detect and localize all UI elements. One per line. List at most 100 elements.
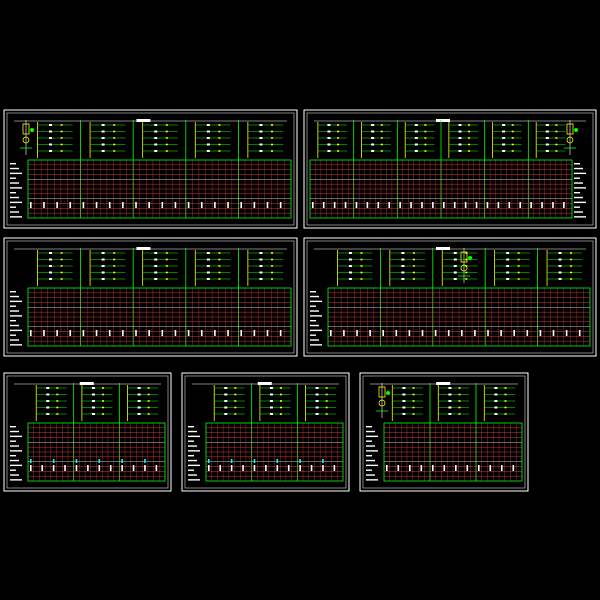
breaker-icon [206, 258, 210, 261]
meter-icon [165, 137, 168, 139]
breaker-icon [49, 252, 53, 254]
meter-icon [424, 130, 427, 133]
cable-glyph [356, 330, 358, 336]
breaker-icon [269, 406, 273, 409]
legend-text-mark [10, 163, 16, 165]
breaker-icon [154, 150, 158, 152]
cable-glyph [187, 330, 190, 336]
meter-icon [165, 143, 168, 146]
meter-icon [360, 265, 363, 267]
cable-glyph [227, 330, 229, 336]
meter-icon [60, 252, 63, 254]
breaker-icon [46, 413, 50, 415]
legend-text-mark [10, 192, 16, 194]
cable-glyph [30, 202, 32, 208]
breaker-icon [206, 143, 210, 146]
breaker-icon [259, 124, 263, 126]
legend-text-mark [10, 172, 22, 175]
meter-icon [113, 265, 116, 267]
breaker-icon [348, 252, 352, 254]
breaker-icon [327, 124, 331, 126]
meter-icon [458, 387, 461, 389]
meter-icon [279, 413, 282, 415]
breaker-icon [137, 406, 141, 409]
cable-glyph [500, 330, 502, 336]
cable-glyph [343, 330, 345, 336]
bus-label-mark [136, 119, 151, 122]
cable-glyph [266, 202, 269, 208]
bus-label-mark [257, 382, 272, 385]
cable-glyph [200, 202, 203, 208]
cable-glyph [541, 202, 543, 208]
cable-glyph [43, 202, 45, 208]
meter-icon [271, 130, 274, 133]
breaker-icon [506, 252, 510, 254]
panel-2 [73, 383, 113, 481]
parameter-table [205, 422, 344, 482]
meter-icon [555, 143, 558, 146]
meter-icon [360, 252, 363, 254]
cable-glyph [122, 202, 124, 208]
meter-icon [468, 124, 471, 126]
breaker-icon [494, 393, 498, 396]
meter-icon [337, 143, 340, 146]
cable-glyph [397, 465, 400, 471]
legend-text-mark [10, 206, 16, 208]
breaker-icon [502, 130, 506, 133]
meter-icon [511, 150, 514, 152]
breaker-icon [154, 258, 158, 261]
breaker-icon [371, 137, 375, 139]
meter-icon [458, 406, 461, 409]
breaker-icon [401, 278, 405, 280]
breaker-icon [269, 393, 273, 396]
cable-glyph [552, 202, 554, 208]
meter-icon [234, 393, 237, 396]
legend-text-mark [574, 187, 586, 189]
meter-icon [424, 143, 427, 146]
cable-glyph [421, 330, 424, 336]
breaker-icon [101, 252, 105, 254]
breaker-icon [458, 124, 462, 126]
cable-glyph [512, 465, 515, 471]
cyan-glyph [322, 459, 324, 463]
legend-text-mark [574, 206, 580, 208]
meter-icon [570, 265, 573, 267]
breaker-icon [402, 400, 406, 402]
meter-icon [412, 258, 415, 261]
breaker-icon [49, 265, 53, 267]
meter-icon [570, 258, 573, 261]
sheet-inner-frame [306, 240, 594, 354]
meter-icon [56, 400, 59, 402]
cable-glyph [144, 465, 146, 471]
meter-icon [360, 271, 363, 274]
meter-icon [271, 124, 274, 126]
cable-glyph [135, 202, 137, 208]
panel-1 [317, 122, 348, 158]
row-legend [574, 163, 586, 218]
meter-icon [165, 271, 168, 274]
cable-glyph [240, 330, 242, 336]
cable-glyph [299, 465, 301, 471]
breaker-icon [348, 271, 352, 274]
sheet-frame [303, 109, 597, 229]
breaker-icon [46, 400, 50, 402]
breaker-icon [91, 387, 95, 389]
legend-text-mark [574, 172, 586, 175]
cable-glyph [230, 465, 233, 471]
meter-icon [468, 150, 471, 152]
breaker-icon [327, 150, 331, 152]
cable-glyph [312, 202, 314, 208]
meter-icon [511, 130, 514, 133]
legend-text-mark [310, 339, 319, 341]
meter-icon [218, 150, 221, 152]
legend-text-mark [10, 329, 22, 332]
meter-icon [218, 130, 221, 133]
legend-text-mark [310, 305, 316, 307]
meter-icon [165, 252, 168, 254]
breaker-icon [91, 406, 95, 409]
meter-icon [412, 271, 415, 274]
sheet-inner-frame [6, 375, 169, 489]
sheet-frame [3, 109, 298, 229]
breaker-icon [414, 143, 418, 146]
